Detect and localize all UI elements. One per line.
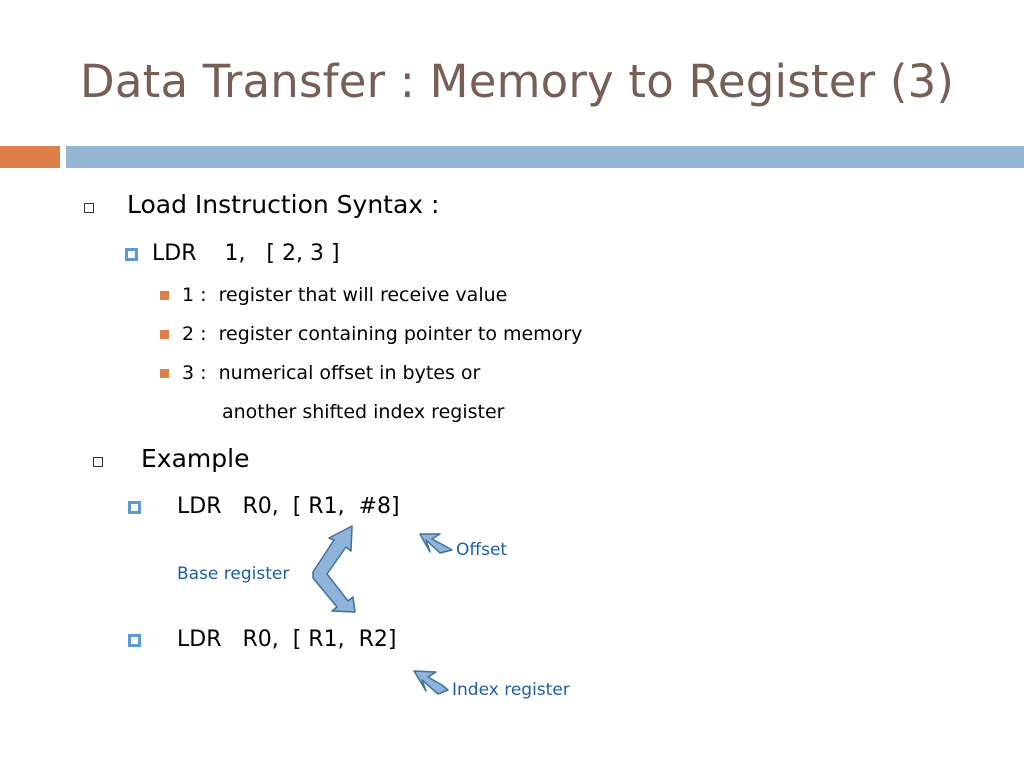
syntax-item-3: 3 : numerical offset in bytes or	[182, 362, 481, 384]
syntax-example: LDR 1, [ 2, 3 ]	[152, 241, 340, 266]
index-register-arrow-icon	[413, 670, 449, 695]
hollow-square-bullet-icon	[84, 203, 94, 213]
example-1-code: LDR R0, [ R1, #8]	[177, 494, 400, 519]
blue-square-bullet-icon	[128, 501, 141, 514]
syntax-item-3-continuation: another shifted index register	[222, 401, 505, 423]
slide-title: Data Transfer : Memory to Register (3)	[80, 55, 955, 108]
syntax-item-1: 1 : register that will receive value	[182, 284, 508, 306]
blue-square-bullet-icon	[125, 248, 138, 261]
syntax-heading: Load Instruction Syntax :	[127, 190, 440, 219]
base-register-double-arrow-icon	[312, 525, 356, 613]
orange-square-bullet-icon	[160, 291, 169, 300]
syntax-item-2: 2 : register containing pointer to memor…	[182, 323, 583, 345]
base-register-label: Base register	[177, 564, 290, 584]
title-accent-bar-orange	[0, 146, 60, 168]
offset-label: Offset	[456, 540, 508, 560]
title-accent-bar-blue	[66, 146, 1024, 168]
hollow-square-bullet-icon	[93, 457, 103, 467]
orange-square-bullet-icon	[160, 330, 169, 339]
offset-arrow-icon	[419, 533, 453, 554]
orange-square-bullet-icon	[160, 369, 169, 378]
example-heading: Example	[141, 444, 250, 473]
index-register-label: Index register	[452, 680, 570, 700]
example-2-code: LDR R0, [ R1, R2]	[177, 627, 397, 652]
blue-square-bullet-icon	[128, 634, 141, 647]
